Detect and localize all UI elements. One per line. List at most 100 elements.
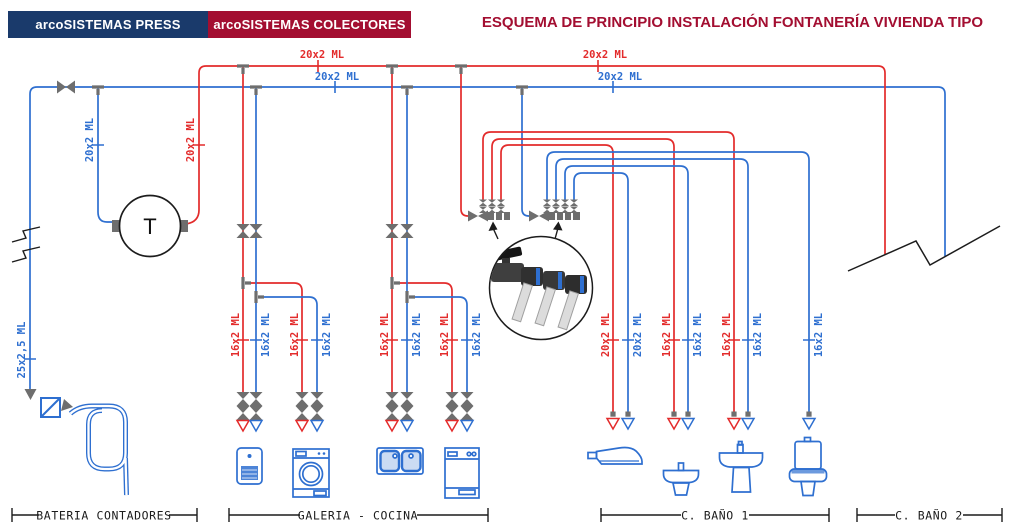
cold-outlet-icon [680,417,696,431]
tee-icon [254,291,264,303]
bath1-outlets [605,411,817,431]
manifold-valve-icon [479,199,487,213]
hot-outlet-icon [444,419,460,433]
tee-icon [516,85,528,95]
tab-arcosistemas-colectores[interactable]: arcoSISTEMAS COLECTORES [208,11,411,38]
cold-outlet-icon [801,417,817,431]
toilet-icon [788,436,828,497]
pipe-size-labels: 20x2 ML 20x2 ML 20x2 ML 20x2 ML 20x2 ML … [16,49,825,378]
cold-thermostat-pipe [97,87,114,223]
pipe-break-marks [11,225,1001,272]
bidet-icon [662,462,700,496]
thermostat-circle [118,194,182,258]
flow-arrow-icon [24,389,37,400]
pipe-label: 20x2 ML [315,71,359,83]
tee-icon [241,277,251,289]
section-label-galeria-cocina: GALERIA - COCINA [298,509,418,523]
tee-icon [386,64,398,74]
cold-outlet-icon [248,419,264,433]
callout-arrow-icon [553,221,563,231]
section-brackets: BATERIA CONTADORES GALERIA - COCINA C. B… [11,508,1003,523]
hot-outlet-icon [384,419,400,433]
tee-icon [250,85,262,95]
pipe-label: 16x2 ML [230,313,242,357]
pipe-label: 20x2 ML [84,118,96,162]
pipe-label: 16x2 ML [813,313,825,357]
pipe-label: 16x2 ML [411,313,423,357]
manifold-valve-icon [543,199,551,213]
meter-loop-pipe [68,403,129,496]
feed-arrow-icon [529,210,539,222]
manifold-cap [539,210,549,222]
manifold-valve-icon [561,199,569,213]
valve-icon [249,224,263,238]
feed-arrow-icon [468,210,478,222]
tab-arcosistemas-press[interactable]: arcoSISTEMAS PRESS [8,11,208,38]
cold-outlet-icon [620,417,636,431]
flow-arrow-icon [61,399,73,411]
tee-icon [401,85,413,95]
break-mark-icon [847,225,1001,272]
pipe-label: 16x2 ML [692,313,704,357]
hot-main-pipe [185,65,886,254]
valve-icon [236,224,250,238]
fixtures [236,436,828,499]
kitchen-sink-icon [376,447,424,475]
tee-icon [455,64,467,74]
cold-outlet-icon [740,417,756,431]
section-label-bano-2: C. BAÑO 2 [895,508,963,523]
page-title: ESQUEMA DE PRINCIPIO INSTALACIÓN FONTANE… [481,14,984,31]
washbasin-icon [718,440,764,493]
tee-icon [390,277,400,289]
break-mark-icon [11,246,41,263]
pipe-label: 16x2 ML [439,313,451,357]
hot-manifold [468,199,510,222]
pipe-fittings [57,64,528,303]
pipe-label: 16x2 ML [289,313,301,357]
pipe-label: 16x2 ML [260,313,272,357]
hot-outlet-icon [235,419,251,433]
bathtub-icon [587,446,643,465]
section-label-bano-1: C. BAÑO 1 [681,508,749,523]
pipe-label: 16x2 ML [721,313,733,357]
valve-icon [400,224,414,238]
manifold-valve-icon [570,199,578,213]
thermostat-label: T [143,214,156,239]
cold-outlet-icon [459,419,475,433]
manifold-cap [478,210,488,222]
pipe-label: 16x2 ML [752,313,764,357]
pipe-label: 16x2 ML [379,313,391,357]
hot-outlet-icon [726,417,742,431]
pipe-label: 20x2 ML [632,313,644,357]
dimension-ticks [24,60,815,360]
pipe-label: 20x2 ML [598,71,642,83]
manifold-valve-icon [497,199,505,213]
pipe-label: 20x2 ML [185,118,197,162]
manifold-photo-inset [488,221,594,341]
pipe-label: 25x2,5 ML [16,322,28,379]
tee-icon [237,64,249,74]
pipe-label: 16x2 ML [661,313,673,357]
cold-outlet-icon [309,419,325,433]
cold-manifold-feed [521,87,530,217]
main-pipes [29,65,946,415]
valve-icon [385,224,399,238]
pipe-stub [179,220,188,232]
pipe-label: 20x2 ML [583,49,627,61]
cold-main-pipe [29,86,946,390]
manifold-product-photo [490,246,587,331]
kitchen-outlets [235,392,475,433]
callout-arrow-icon [488,221,498,231]
dishwasher-icon [444,447,480,499]
water-heater-icon [236,447,263,485]
hot-manifold-feed [460,66,469,217]
pipe-label: 16x2 ML [471,313,483,357]
hot-outlet-icon [294,419,310,433]
manifold-valve-icon [488,199,496,213]
cold-manifold [529,199,580,222]
meter-battery [24,389,129,496]
pipe-stub [112,220,121,232]
cold-outlet-icon [399,419,415,433]
